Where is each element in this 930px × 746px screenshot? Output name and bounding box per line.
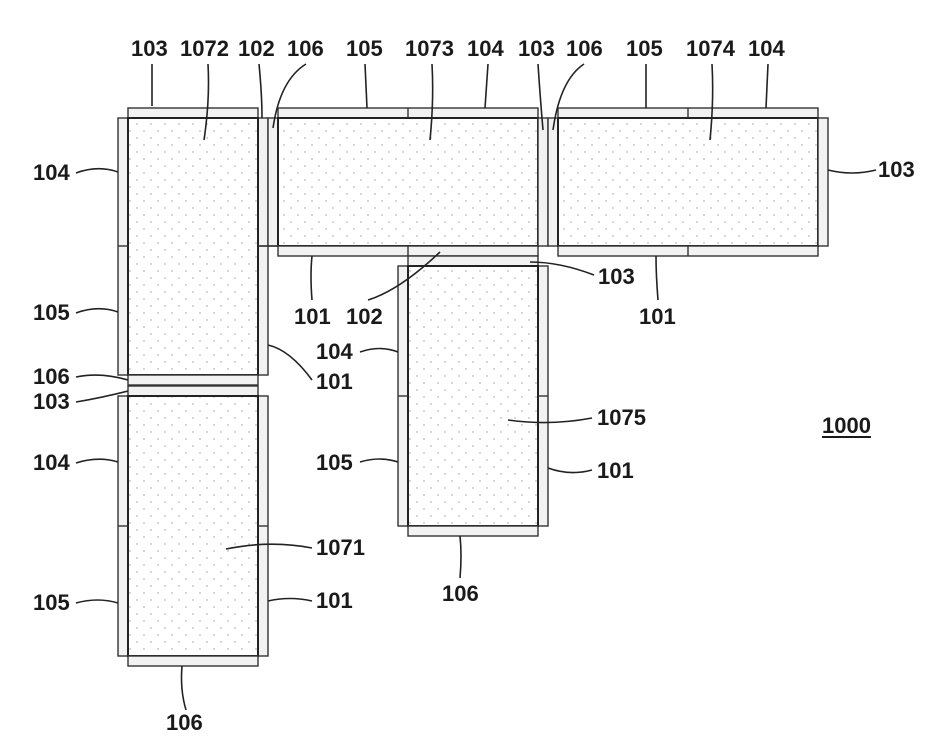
label-105: 105	[33, 592, 70, 614]
label-101: 101	[316, 590, 353, 612]
label-102: 102	[238, 38, 275, 60]
leader-line	[548, 468, 592, 473]
label-1072: 1072	[180, 38, 229, 60]
leader-line	[766, 64, 768, 108]
edge-strip-106	[128, 375, 258, 385]
label-105: 105	[346, 38, 383, 60]
label-1073: 1073	[405, 38, 454, 60]
leader-line	[828, 170, 876, 173]
module-1072	[118, 108, 268, 385]
label-105: 105	[33, 302, 70, 324]
label-106: 106	[287, 38, 324, 60]
leader-line	[182, 666, 187, 710]
label-106: 106	[33, 366, 70, 388]
leader-line	[76, 169, 118, 173]
label-1071: 1071	[316, 537, 365, 559]
figure-number: 1000	[822, 415, 871, 437]
leader-line	[259, 64, 262, 118]
leader-line	[268, 599, 312, 602]
leader-line	[485, 64, 488, 108]
label-101: 101	[597, 460, 634, 482]
leader-line	[365, 64, 367, 108]
edge-strip-106	[548, 118, 558, 246]
module-1075	[398, 256, 548, 536]
panel-1072-fill	[129, 119, 257, 374]
label-103: 103	[518, 38, 555, 60]
label-102: 102	[346, 306, 383, 328]
label-104: 104	[316, 341, 353, 363]
leader-line	[76, 600, 118, 603]
label-1075: 1075	[597, 407, 646, 429]
edge-strip-106-left	[268, 118, 278, 246]
leader-line	[360, 349, 398, 353]
edge-strip-103	[538, 118, 548, 246]
label-101: 101	[316, 371, 353, 393]
leader-line	[311, 256, 312, 300]
edge-strip-106-bottom	[408, 526, 538, 536]
leader-line	[268, 345, 312, 380]
leader-line	[76, 459, 118, 463]
leader-line	[76, 309, 118, 313]
label-105: 105	[626, 38, 663, 60]
label-104: 104	[33, 162, 70, 184]
edge-strip-103	[408, 256, 538, 266]
leader-line	[656, 256, 658, 300]
edge-strip-103	[128, 386, 258, 396]
module-1074	[558, 108, 828, 256]
label-103: 103	[33, 391, 70, 413]
edge-strip-103-right	[818, 118, 828, 246]
label-101: 101	[294, 306, 331, 328]
label-101: 101	[639, 306, 676, 328]
label-103: 103	[878, 159, 915, 181]
label-104: 104	[748, 38, 785, 60]
edge-strip-106-bottom	[128, 656, 258, 666]
label-106: 106	[442, 583, 479, 605]
module-1071	[118, 386, 268, 666]
label-103: 103	[131, 38, 168, 60]
panel-1074-fill	[559, 119, 817, 245]
leader-line	[360, 459, 398, 462]
label-1074: 1074	[686, 38, 735, 60]
label-104: 104	[33, 452, 70, 474]
label-104: 104	[467, 38, 504, 60]
label-105: 105	[316, 452, 353, 474]
leader-line	[460, 536, 461, 578]
label-106: 106	[566, 38, 603, 60]
label-106: 106	[166, 712, 203, 734]
edge-strip-103-top	[128, 108, 258, 118]
panel-1075-fill	[409, 267, 537, 525]
label-103: 103	[598, 266, 635, 288]
panel-1071-fill	[129, 397, 257, 655]
joint-103-106	[538, 118, 558, 246]
module-1073	[258, 108, 538, 256]
panel-1073-fill	[279, 119, 537, 245]
leader-line	[76, 375, 128, 380]
